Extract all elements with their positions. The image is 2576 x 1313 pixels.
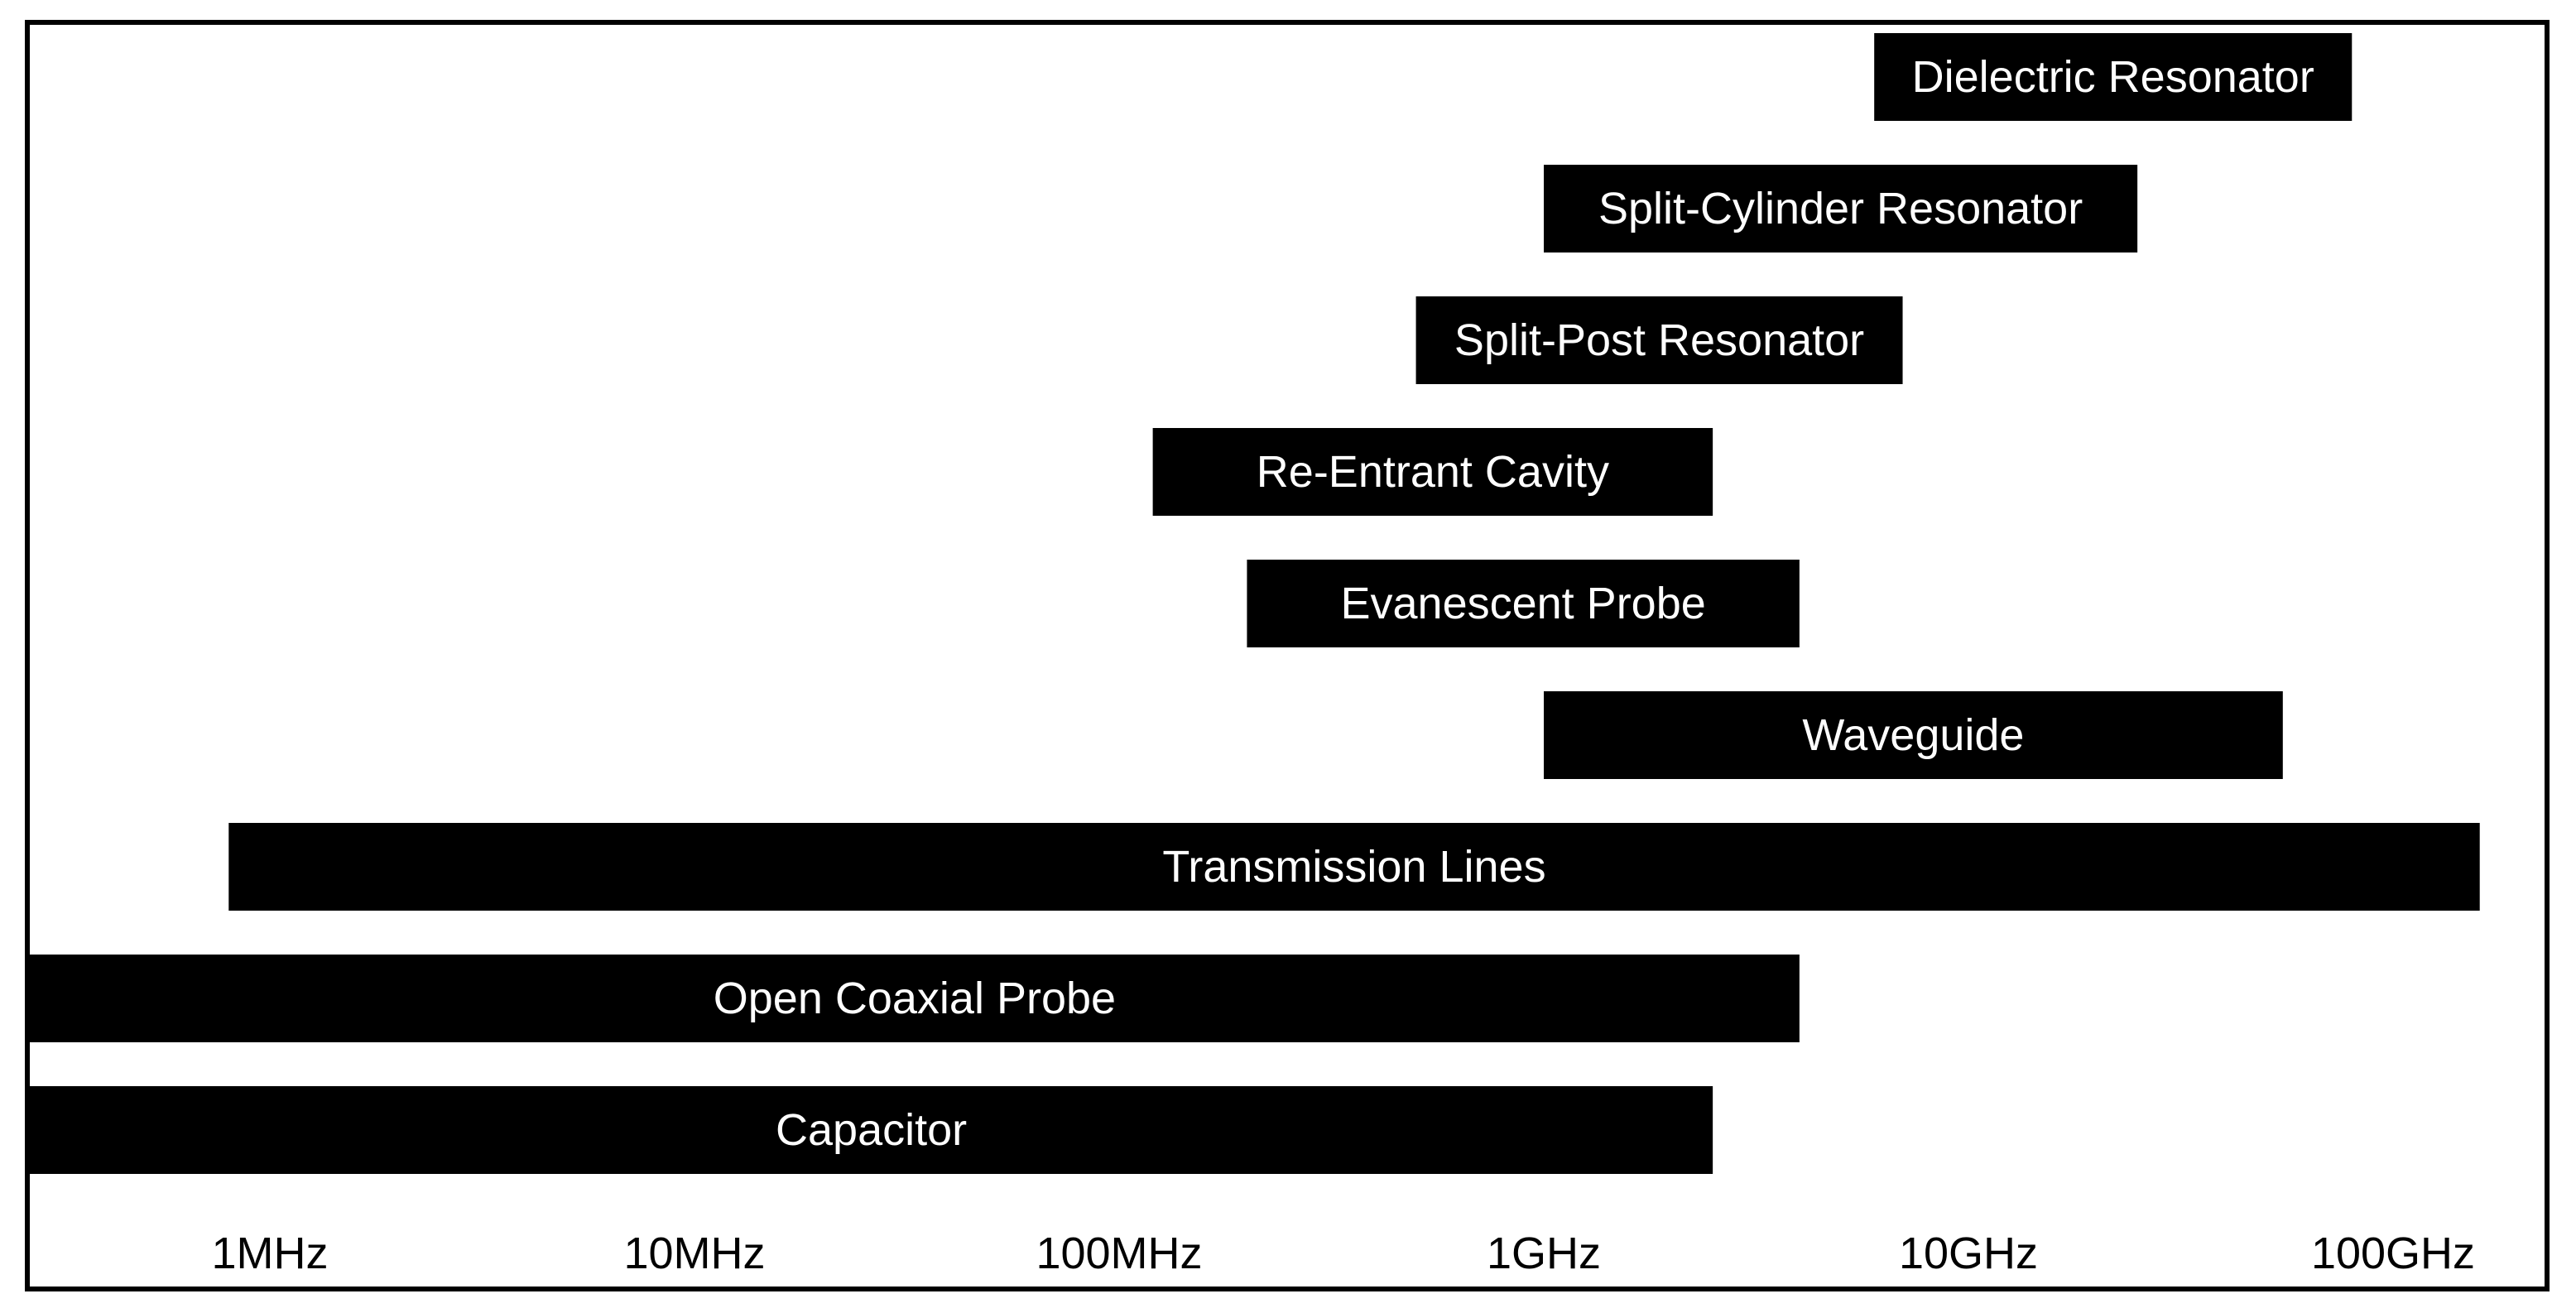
x-axis-ticks: 1MHz 10MHz 100MHz 1GHz 10GHz 100GHz (211, 1229, 2475, 1278)
bar-re-entrant-cavity: Re-Entrant Cavity (1152, 428, 1713, 516)
bar-split-cylinder-resonator: Split-Cylinder Resonator (1544, 165, 2138, 252)
bar-open-coaxial-probe: Open Coaxial Probe (30, 955, 1800, 1042)
bar-rect-re-entrant-cavity (1152, 428, 1713, 516)
x-tick-label: 10MHz (623, 1229, 765, 1278)
x-tick-label: 1MHz (211, 1229, 328, 1278)
bar-rect-open-coaxial-probe (30, 955, 1800, 1042)
bar-waveguide: Waveguide (1544, 691, 2283, 779)
x-tick-label: 10GHz (1899, 1229, 2038, 1278)
bar-split-post-resonator: Split-Post Resonator (1415, 296, 1903, 384)
bar-rect-evanescent-probe (1247, 560, 1800, 647)
bar-label-waveguide: Waveguide (1802, 710, 2024, 760)
bar-rect-transmission-lines (228, 823, 2480, 911)
bar-evanescent-probe: Evanescent Probe (1247, 560, 1800, 647)
bar-label-capacitor: Capacitor (776, 1105, 967, 1155)
bar-label-open-coaxial-probe: Open Coaxial Probe (714, 974, 1116, 1023)
bar-capacitor: Capacitor (30, 1086, 1713, 1174)
bar-label-transmission-lines: Transmission Lines (1162, 842, 1545, 892)
bar-rect-split-cylinder-resonator (1544, 165, 2138, 252)
bar-label-evanescent-probe: Evanescent Probe (1341, 579, 1706, 628)
bar-label-dielectric-resonator: Dielectric Resonator (1912, 52, 2314, 102)
bar-rect-waveguide (1544, 691, 2283, 779)
bar-rect-split-post-resonator (1415, 296, 1903, 384)
x-tick-label: 100GHz (2311, 1229, 2475, 1278)
bar-label-split-cylinder-resonator: Split-Cylinder Resonator (1598, 184, 2083, 233)
bar-rect-capacitor (30, 1086, 1713, 1174)
bar-transmission-lines: Transmission Lines (228, 823, 2480, 911)
x-tick-label: 1GHz (1487, 1229, 1601, 1278)
x-tick-label: 100MHz (1036, 1229, 1202, 1278)
bar-label-re-entrant-cavity: Re-Entrant Cavity (1257, 447, 1609, 497)
bar-rect-dielectric-resonator (1874, 33, 2353, 121)
bar-dielectric-resonator: Dielectric Resonator (1874, 33, 2353, 121)
bar-label-split-post-resonator: Split-Post Resonator (1454, 315, 1864, 365)
